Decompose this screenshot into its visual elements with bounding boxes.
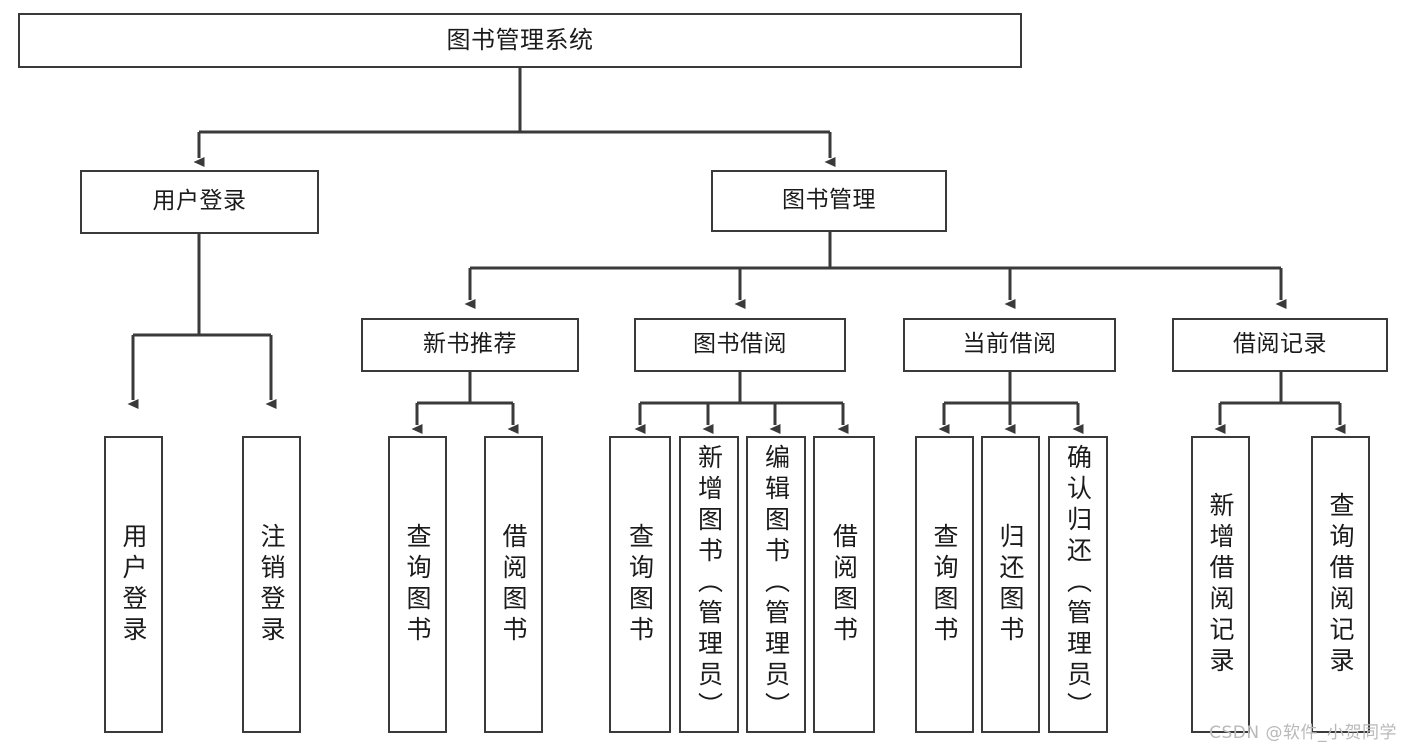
node-label: 新书推荐 xyxy=(423,331,517,358)
node-label: 图书管理 xyxy=(782,187,876,214)
node-current-borrow[interactable]: 当前借阅 xyxy=(903,318,1116,372)
leaf-borrow-book-recommend[interactable]: 借阅图书 xyxy=(484,436,543,733)
node-book-management-system[interactable]: 图书管理系统 xyxy=(18,13,1022,68)
node-book-borrow[interactable]: 图书借阅 xyxy=(634,318,846,372)
node-label: 查询借阅记录 xyxy=(1326,491,1355,678)
leaf-confirm-return-admin[interactable]: 确认归还（管理员） xyxy=(1048,436,1108,733)
leaf-add-borrow-record[interactable]: 新增借阅记录 xyxy=(1191,436,1250,733)
node-new-book-recommend[interactable]: 新书推荐 xyxy=(361,318,579,372)
node-label: 借阅图书 xyxy=(829,522,859,647)
node-label: 新增图书（管理员） xyxy=(694,444,724,723)
node-label: 借阅记录 xyxy=(1233,331,1327,358)
leaf-edit-book-admin[interactable]: 编辑图书（管理员） xyxy=(746,436,806,733)
leaf-query-book-borrow[interactable]: 查询图书 xyxy=(609,436,671,733)
node-label: 当前借阅 xyxy=(962,331,1057,358)
node-label: 注销登录 xyxy=(257,522,286,647)
node-label: 用户登录 xyxy=(119,522,148,647)
node-label: 新增借阅记录 xyxy=(1206,491,1235,678)
leaf-query-book-current[interactable]: 查询图书 xyxy=(915,436,974,733)
node-label: 查询图书 xyxy=(625,522,655,647)
node-label: 查询图书 xyxy=(930,522,959,647)
node-label: 图书借阅 xyxy=(693,331,787,358)
leaf-logout-login[interactable]: 注销登录 xyxy=(242,436,301,733)
node-label: 图书管理系统 xyxy=(446,26,594,55)
node-label: 归还图书 xyxy=(996,522,1025,647)
node-label: 编辑图书（管理员） xyxy=(761,444,791,723)
leaf-query-borrow-record[interactable]: 查询借阅记录 xyxy=(1311,436,1370,733)
leaf-user-login[interactable]: 用户登录 xyxy=(104,436,163,733)
leaf-query-book-recommend[interactable]: 查询图书 xyxy=(388,436,447,733)
node-label: 用户登录 xyxy=(152,188,247,215)
leaf-return-book[interactable]: 归还图书 xyxy=(981,436,1040,733)
leaf-borrow-book-borrow[interactable]: 借阅图书 xyxy=(813,436,875,733)
leaf-add-book-admin[interactable]: 新增图书（管理员） xyxy=(679,436,739,733)
watermark-text: CSDN @软件_小贺同学 xyxy=(1209,723,1397,743)
node-book-manage[interactable]: 图书管理 xyxy=(711,170,947,232)
node-borrow-record[interactable]: 借阅记录 xyxy=(1172,318,1388,372)
node-label: 借阅图书 xyxy=(499,522,528,647)
node-label: 确认归还（管理员） xyxy=(1063,444,1093,723)
node-user-login[interactable]: 用户登录 xyxy=(80,170,319,234)
node-label: 查询图书 xyxy=(403,522,432,647)
